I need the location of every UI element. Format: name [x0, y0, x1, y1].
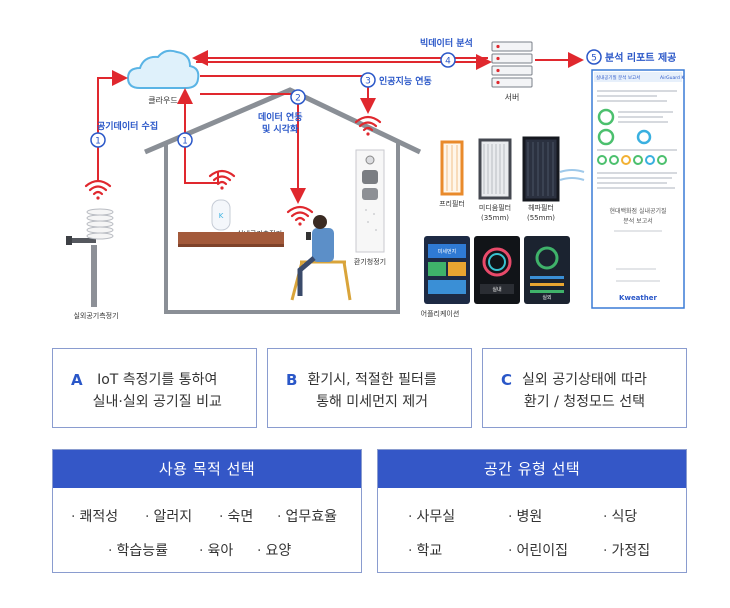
report-document: 실내공기질 분석 보고서 AirGuard K 현대백화점 실내공기질 분석 보… — [591, 69, 685, 309]
outdoor-sensor-label: 실외공기측정기 — [73, 311, 118, 320]
purpose-option[interactable]: 요양 — [257, 540, 291, 560]
feature-box-b: B 환기시, 적절한 필터를 통해 미세먼지 제거 — [267, 348, 472, 428]
svg-text:5: 5 — [591, 54, 597, 64]
purpose-option[interactable]: 숙면 — [219, 506, 253, 526]
space-option[interactable]: 어린이집 — [508, 540, 568, 560]
purpose-option[interactable]: 업무효율 — [277, 506, 337, 526]
house-outline — [144, 87, 422, 314]
system-diagram: 클라우드 1 1 공기데이터 수집 2 데이터 연동 및 시각화 3 인공지능 … — [66, 37, 685, 320]
svg-text:1: 1 — [95, 137, 101, 147]
wifi-icons — [84, 115, 382, 226]
feature-line: 환기시, 적절한 필터를 — [307, 372, 437, 388]
step-3-label: 인공지능 연동 — [379, 75, 432, 87]
svg-text:실외: 실외 — [542, 294, 551, 301]
feature-letter: A — [71, 371, 83, 389]
feature-line: IoT 측정기를 통하여 — [97, 372, 218, 388]
step-badge-3: 3 — [360, 72, 376, 88]
medium-filter-icon — [478, 138, 512, 200]
svg-text:현대백화점 실내공기질: 현대백화점 실내공기질 — [609, 207, 666, 215]
svg-text:실내공기질 분석 보고서: 실내공기질 분석 보고서 — [596, 74, 640, 81]
desk-icon — [178, 232, 284, 247]
feature-box-a: A IoT 측정기를 통하여 실내·실외 공기질 비교 — [52, 348, 257, 428]
app-label: 어플리케이션 — [421, 309, 460, 318]
purpose-option[interactable]: 육아 — [199, 540, 233, 560]
server-label: 서버 — [505, 92, 520, 102]
svg-text:실내: 실내 — [492, 286, 502, 293]
ventilator-label: 환기청정기 — [354, 257, 386, 266]
report-title: 분석 리포트 제공 — [605, 51, 676, 64]
svg-text:K: K — [219, 212, 224, 220]
step-badge-5: 5 — [586, 49, 602, 65]
cloud-icon — [126, 49, 200, 89]
feature-box-c: C 실외 공기상태에 따라 환기 / 청정모드 선택 — [482, 348, 687, 428]
step-badge-4: 4 — [440, 52, 456, 68]
feature-line: 실내·실외 공기질 비교 — [92, 394, 222, 410]
space-panel-title: 공간 유형 선택 — [378, 450, 686, 488]
step-1-label: 공기데이터 수집 — [97, 120, 158, 132]
svg-text:3: 3 — [365, 77, 371, 87]
app-screens: 미세먼지 실내 실외 — [424, 236, 570, 304]
hepa-filter-label: 헤파필터 — [528, 203, 554, 212]
step-badge-2: 2 — [290, 89, 306, 105]
purpose-option[interactable]: 쾌적성 — [71, 506, 118, 526]
space-option[interactable]: 가정집 — [603, 540, 650, 560]
space-panel: 공간 유형 선택 사무실 병원 식당 학교 어린이집 가정집 — [377, 449, 687, 573]
purpose-panel: 사용 목적 선택 쾌적성 알러지 숙면 업무효율 학습능률 육아 요양 — [52, 449, 362, 573]
hepa-filter-icon — [522, 136, 560, 202]
cloud-label: 클라우드 — [148, 96, 177, 105]
space-option[interactable]: 병원 — [508, 506, 542, 526]
step-badge-1b: 1 — [177, 132, 193, 148]
svg-text:Kweather: Kweather — [619, 294, 657, 302]
svg-text:1: 1 — [182, 137, 188, 147]
step-2-label2: 및 시각화 — [262, 123, 299, 135]
svg-text:2: 2 — [295, 94, 301, 104]
step-badge-1a: 1 — [90, 132, 106, 148]
step-2-label: 데이터 연동 — [258, 111, 303, 123]
svg-text:미세먼지: 미세먼지 — [438, 248, 456, 255]
svg-text:분석 보고서: 분석 보고서 — [623, 217, 653, 225]
hepa-filter-size: (55mm) — [527, 214, 555, 222]
step-4-label: 빅데이터 분석 — [420, 37, 473, 49]
pre-filter-icon — [440, 140, 464, 196]
medium-filter-size: (35mm) — [481, 214, 509, 222]
space-option[interactable]: 학교 — [408, 540, 442, 560]
svg-text:4: 4 — [445, 57, 451, 67]
svg-text:AirGuard K: AirGuard K — [660, 75, 685, 81]
server-icon — [491, 41, 533, 88]
purpose-option[interactable]: 학습능률 — [108, 540, 168, 560]
ventilator-icon — [355, 149, 385, 253]
feature-letter: B — [286, 371, 298, 389]
feature-line: 실외 공기상태에 따라 — [522, 372, 647, 388]
purpose-option[interactable]: 알러지 — [145, 506, 192, 526]
airflow-icon — [559, 169, 585, 181]
outdoor-sensor-icon — [66, 208, 114, 307]
space-option[interactable]: 사무실 — [408, 506, 455, 526]
feature-line: 환기 / 청정모드 선택 — [523, 394, 645, 410]
person-icon — [290, 215, 352, 301]
indoor-sensor-icon: K — [211, 199, 231, 231]
medium-filter-label: 미디움필터 — [479, 203, 511, 212]
feature-line: 통해 미세먼지 제거 — [316, 394, 429, 410]
pre-filter-label: 프리필터 — [439, 199, 465, 208]
purpose-panel-title: 사용 목적 선택 — [53, 450, 361, 488]
feature-letter: C — [501, 371, 513, 389]
space-option[interactable]: 식당 — [603, 506, 637, 526]
